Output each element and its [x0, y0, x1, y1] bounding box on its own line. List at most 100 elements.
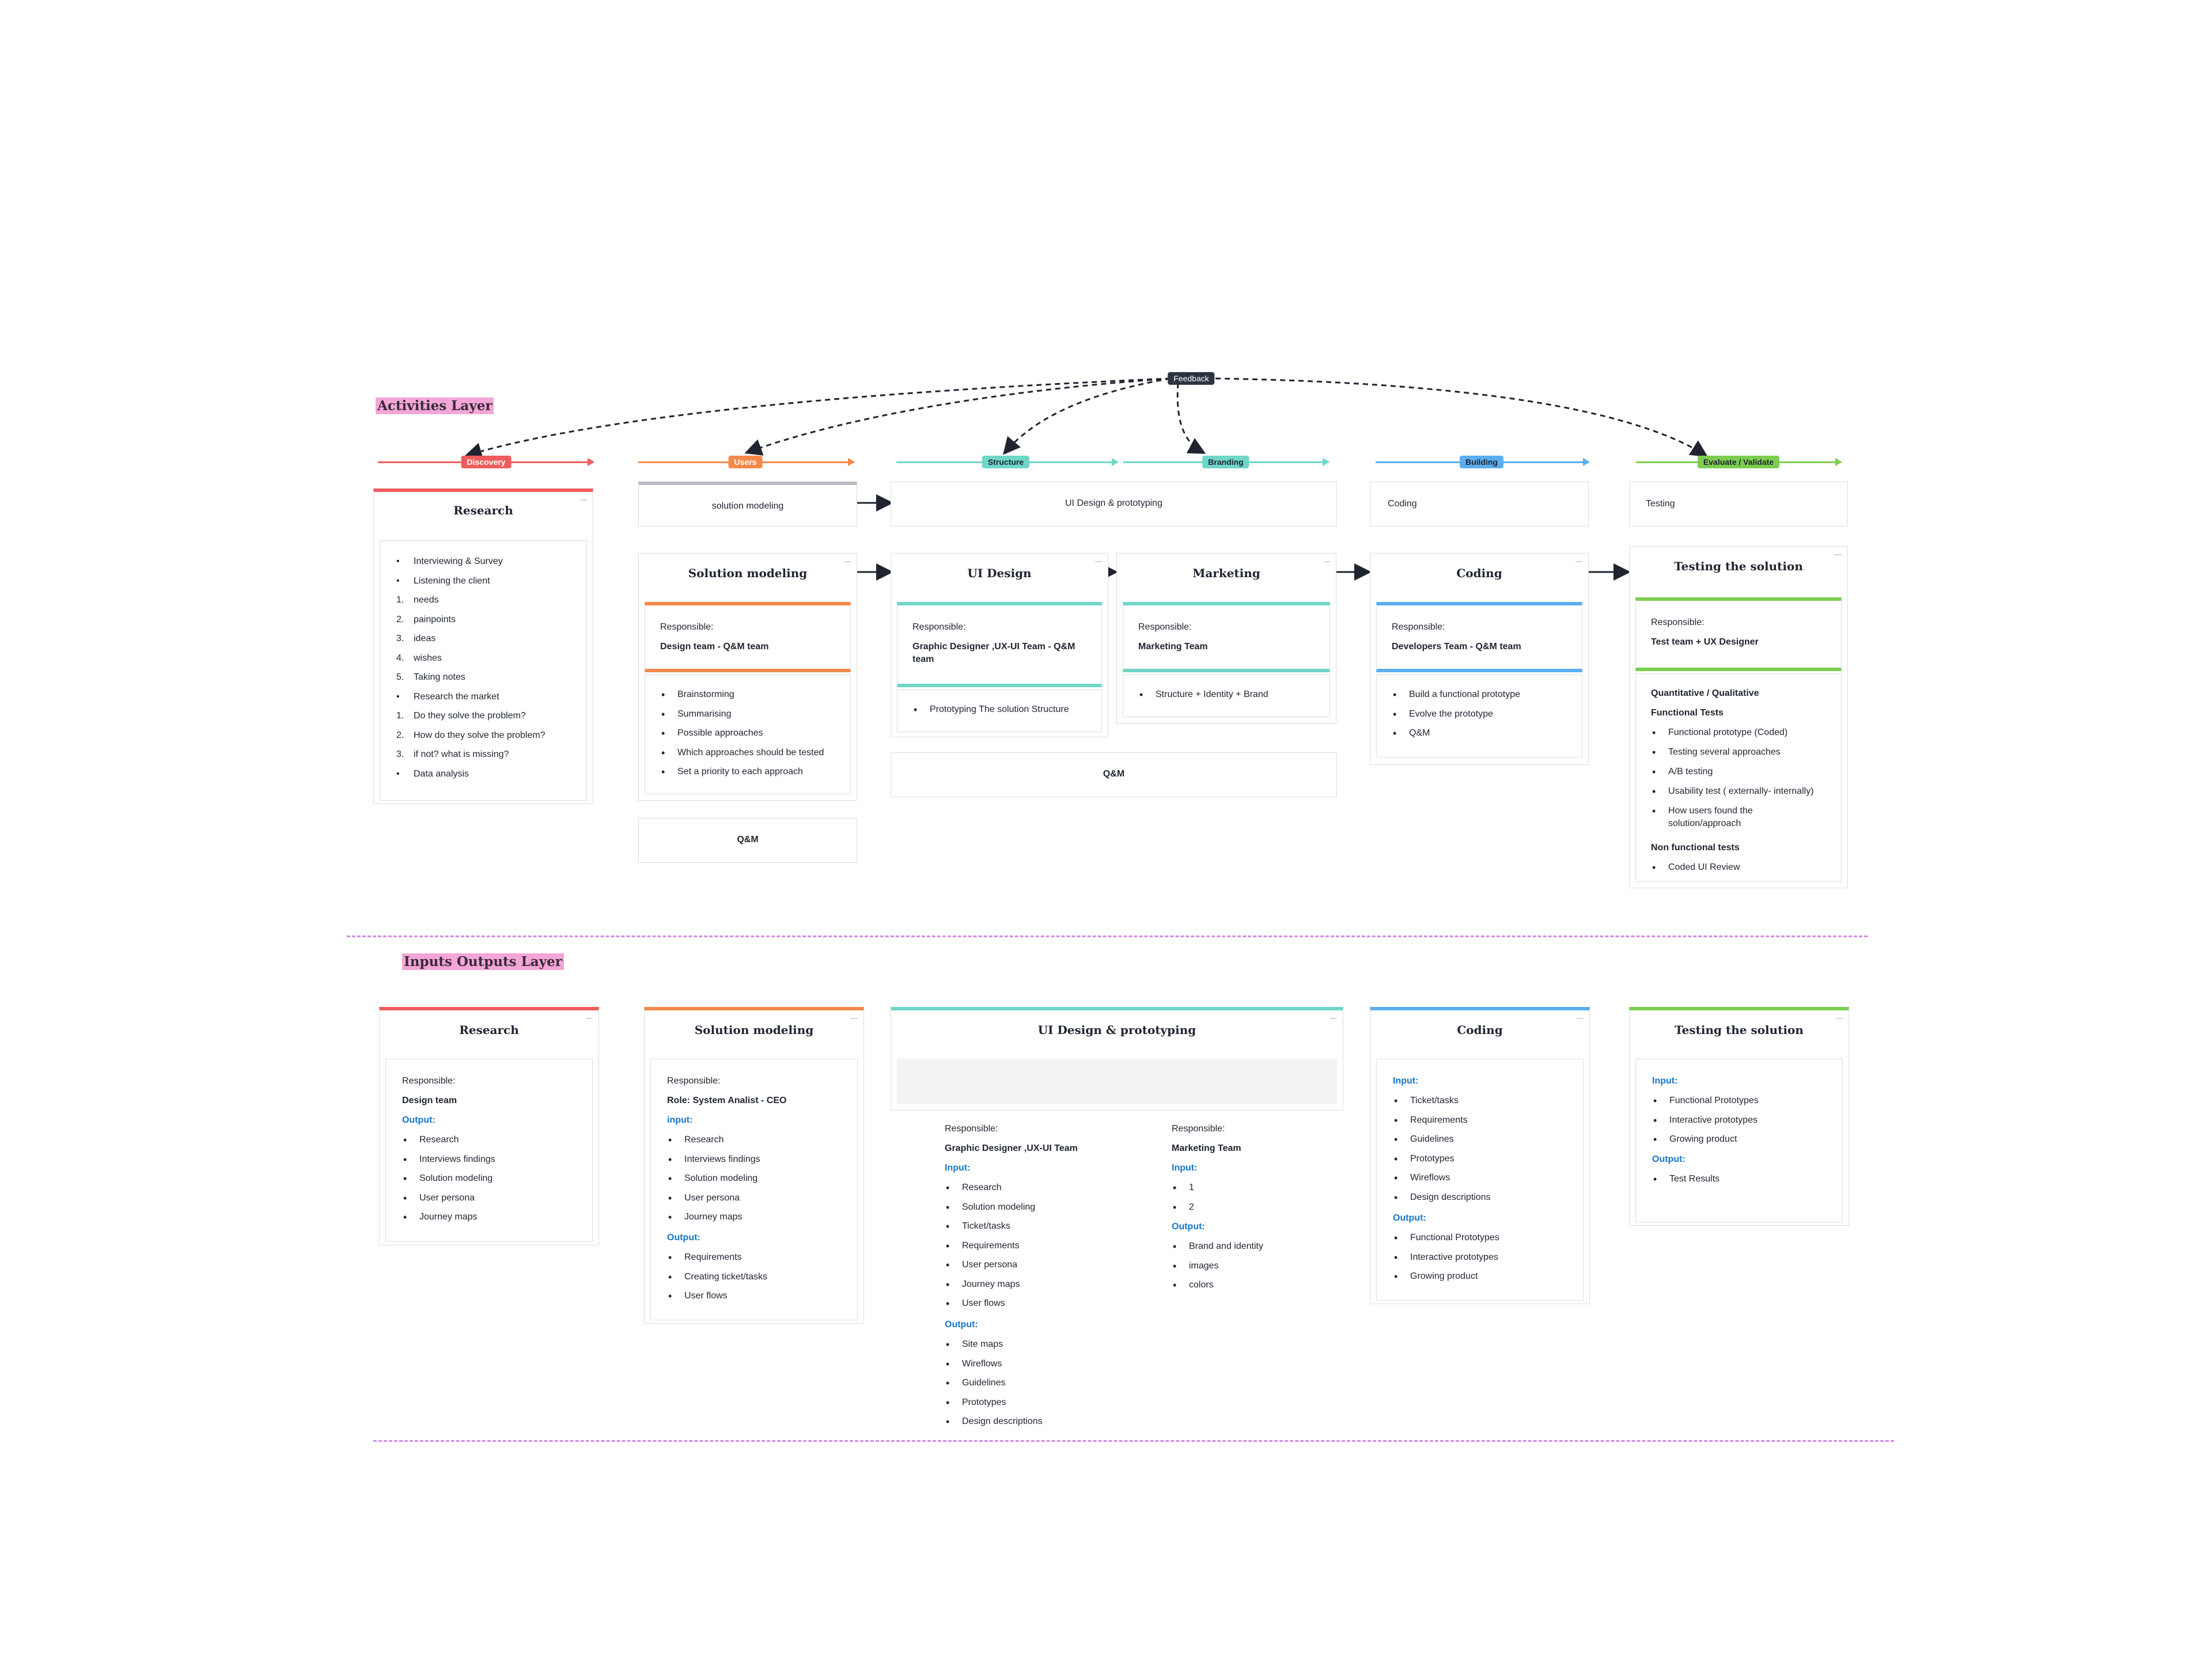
- list-item: 4.wishes: [396, 653, 442, 663]
- summary-ui-design[interactable]: UI Design & prototyping: [891, 482, 1337, 527]
- list-item: 2: [1173, 1202, 1194, 1213]
- layer-separator-top: [347, 935, 1868, 937]
- list-item: Guidelines: [1394, 1134, 1453, 1145]
- solution-items: BrainstormingSummarisingPossible approac…: [645, 675, 851, 794]
- list-item: Functional Prototypes: [1394, 1232, 1499, 1244]
- list-item: Wireflows: [946, 1358, 1002, 1370]
- feedback-label: Feedback: [1168, 372, 1215, 385]
- list-item: Summarising: [661, 709, 731, 720]
- list-item: User flows: [946, 1298, 1005, 1309]
- list-item: Requirements: [668, 1252, 742, 1263]
- activity-card-testing[interactable]: — Testing the solution Responsible: Test…: [1629, 546, 1848, 888]
- activity-card-marketing[interactable]: — Marketing Responsible: Marketing Team …: [1116, 553, 1336, 724]
- list-item: •Interviewing & Survey: [396, 556, 503, 566]
- feedback-arc-branding: [1176, 382, 1206, 454]
- list-item: 2.How do they solve the problem?: [396, 730, 546, 740]
- list-item: Journey maps: [668, 1211, 742, 1223]
- collapse-icon[interactable]: —: [1577, 1014, 1584, 1022]
- list-item: Prototypes: [946, 1397, 1006, 1408]
- io-solution-body: Responsible: Role: System Analist - CEO …: [650, 1059, 858, 1320]
- summary-coding[interactable]: Coding: [1370, 482, 1589, 527]
- list-item: •Listening the client: [396, 575, 490, 586]
- list-item: Interactive prototypes: [1653, 1115, 1758, 1126]
- activity-card-coding[interactable]: — Coding Responsible: Developers Team - …: [1370, 553, 1589, 765]
- list-item: Coded UI Review: [1652, 862, 1740, 873]
- list-item: Journey maps: [946, 1279, 1020, 1290]
- collapse-icon[interactable]: —: [580, 495, 587, 503]
- list-item: Research: [403, 1134, 459, 1146]
- list-item: Structure + Identity + Brand: [1139, 689, 1268, 700]
- summary-testing[interactable]: Testing: [1629, 482, 1848, 527]
- collapse-icon[interactable]: —: [1836, 1014, 1843, 1022]
- collapse-icon[interactable]: —: [844, 557, 851, 565]
- list-item: Growing product: [1394, 1271, 1478, 1282]
- list-item: Ticket/tasks: [1394, 1095, 1459, 1107]
- list-item: Guidelines: [946, 1377, 1005, 1389]
- collapse-icon[interactable]: —: [1323, 557, 1330, 565]
- list-item: User persona: [403, 1192, 475, 1204]
- list-item: 3.ideas: [396, 634, 436, 643]
- design-qm-box[interactable]: Q&M: [891, 752, 1337, 797]
- list-item: Solution modeling: [668, 1173, 757, 1184]
- list-item: Brainstorming: [661, 689, 734, 700]
- io-research-body: Responsible: Design team Output: Researc…: [385, 1059, 593, 1242]
- list-item: Evolve the prototype: [1393, 709, 1493, 720]
- layer-separator-bottom: [373, 1440, 1894, 1442]
- io-card-solution-modeling[interactable]: — Solution modeling Responsible: Role: S…: [644, 1007, 864, 1324]
- list-item: Interactive prototypes: [1394, 1252, 1498, 1263]
- marketing-items: Structure + Identity + Brand: [1123, 675, 1330, 717]
- io-card-research[interactable]: — Research Responsible: Design team Outp…: [379, 1007, 599, 1245]
- activity-card-solution-modeling[interactable]: — Solution modeling Responsible: Design …: [638, 553, 857, 801]
- list-item: Requirements: [1394, 1115, 1468, 1126]
- list-item: Usability test ( externally- internally): [1652, 786, 1813, 797]
- collapse-icon[interactable]: —: [1330, 1014, 1337, 1022]
- solution-qm-box[interactable]: Q&M: [638, 818, 857, 863]
- list-item: solution/approach: [1668, 819, 1741, 828]
- list-item: 5.Taking notes: [396, 672, 465, 682]
- collapse-icon[interactable]: —: [851, 1014, 858, 1022]
- list-item: Journey maps: [403, 1211, 477, 1223]
- solution-responsible: Responsible: Design team - Q&M team: [645, 602, 851, 672]
- list-item: User persona: [668, 1192, 740, 1204]
- io-card-coding[interactable]: — Coding Input: Ticket/tasksRequirements…: [1370, 1007, 1590, 1304]
- list-item: colors: [1173, 1279, 1213, 1291]
- list-item: User flows: [668, 1290, 728, 1302]
- list-item: Design descriptions: [946, 1416, 1043, 1427]
- list-item: Possible approaches: [661, 728, 763, 739]
- io-ui-design-placeholder: [897, 1059, 1337, 1104]
- list-item: Interviews findings: [403, 1154, 495, 1165]
- io-ui-design-left-column: Responsible: Graphic Designer ,UX-UI Tea…: [945, 1123, 1164, 1434]
- list-item: •Research the market: [396, 691, 499, 702]
- io-card-testing[interactable]: — Testing the solution Input: Functional…: [1629, 1007, 1849, 1226]
- list-item: images: [1173, 1260, 1218, 1272]
- coding-items: Build a functional prototypeEvolve the p…: [1376, 675, 1582, 757]
- list-item: Prototyping The solution Structure: [914, 704, 1069, 715]
- phase-pill-discovery: Discovery: [461, 456, 512, 468]
- collapse-icon[interactable]: —: [586, 1014, 593, 1022]
- io-testing-body: Input: Functional PrototypesInteractive …: [1635, 1059, 1843, 1222]
- list-item: Prototypes: [1394, 1153, 1455, 1165]
- phase-pill-users: Users: [728, 456, 763, 468]
- collapse-icon[interactable]: —: [1095, 557, 1102, 565]
- list-item: Solution modeling: [403, 1173, 493, 1184]
- list-item: Solution modeling: [946, 1202, 1035, 1213]
- io-card-ui-design[interactable]: — UI Design & prototyping: [891, 1007, 1343, 1111]
- activity-card-ui-design[interactable]: — UI Design Responsible: Graphic Designe…: [891, 553, 1108, 737]
- summary-solution-modeling[interactable]: solution modeling: [638, 482, 857, 527]
- list-item: Brand and identity: [1173, 1241, 1263, 1252]
- activity-card-research[interactable]: — Research •Interviewing & Survey•Listen…: [373, 488, 593, 804]
- phase-pill-building: Building: [1460, 456, 1503, 468]
- testing-items: Quantitative / Qualitative Functional Te…: [1635, 673, 1842, 882]
- list-item: 1.Do they solve the problem?: [396, 711, 526, 721]
- io-ui-design-right-column: Responsible: Marketing Team Input: 12 Ou…: [1172, 1123, 1339, 1296]
- phase-pill-structure: Structure: [982, 456, 1030, 468]
- list-item: Which approaches should be tested: [661, 747, 824, 759]
- feedback-arc-evaluate: [1215, 377, 1709, 457]
- testing-responsible: Responsible: Test team + UX Designer: [1635, 597, 1842, 671]
- collapse-icon[interactable]: —: [1835, 550, 1842, 558]
- list-item: Build a functional prototype: [1393, 689, 1520, 700]
- list-item: •Data analysis: [396, 768, 469, 779]
- list-item: Test Results: [1653, 1173, 1719, 1185]
- marketing-responsible: Responsible: Marketing Team: [1123, 602, 1330, 672]
- collapse-icon[interactable]: —: [1575, 557, 1582, 565]
